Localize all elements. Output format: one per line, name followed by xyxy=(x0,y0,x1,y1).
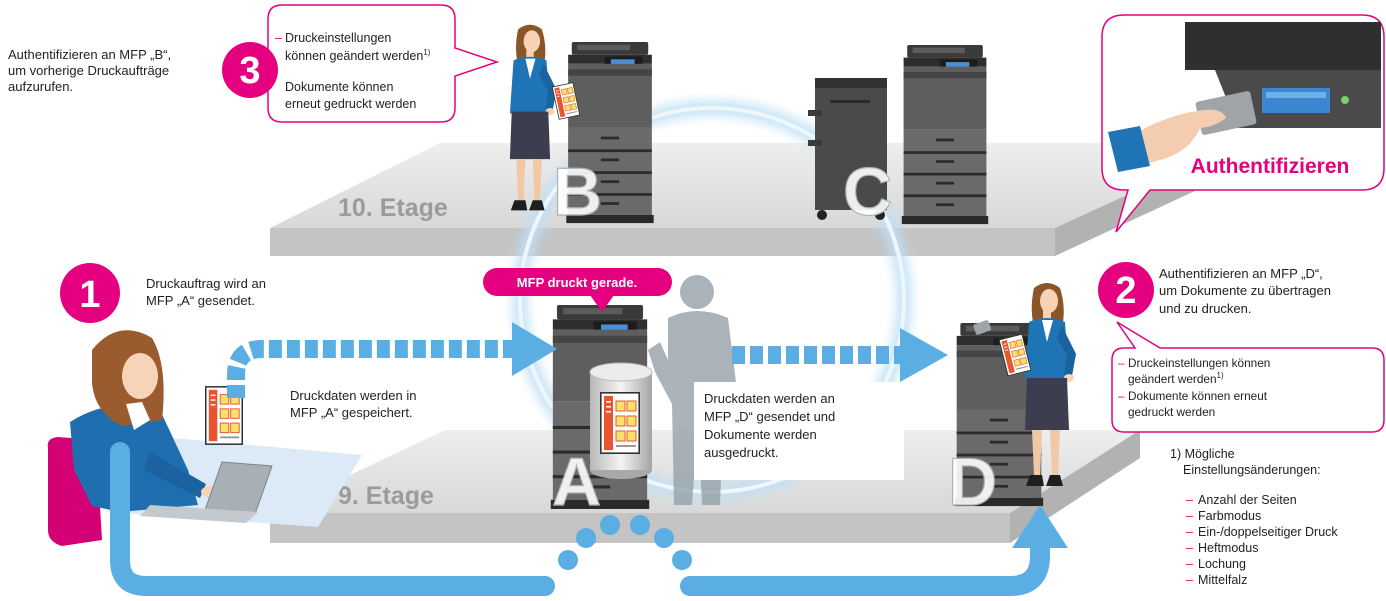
status-badge: MFP druckt gerade. xyxy=(483,268,672,312)
footnote: 1) Mögliche Einstellungsänderungen: –Anz… xyxy=(1170,447,1338,587)
step-2-text: Authentifizieren an MFP „D“, xyxy=(1159,266,1323,281)
step-3-callout: –Druckeinstellungen können geändert werd… xyxy=(267,4,500,123)
callout-item: –Druckeinstellungen xyxy=(275,31,391,45)
callout-item: Dokumente können xyxy=(285,80,393,94)
mfp-c-printer xyxy=(808,45,989,225)
floor-label-upper: 10. Etage xyxy=(338,194,448,222)
mfp-label-a: A xyxy=(552,444,601,520)
callout-item: können geändert werden1) xyxy=(285,48,431,63)
callout-item: –Druckeinstellungen können xyxy=(1118,356,1270,370)
step-3-intro-line: aufzurufen. xyxy=(8,79,73,94)
callout-item: erneut gedruckt werden xyxy=(285,97,416,111)
footnote-item: –Heftmodus xyxy=(1186,541,1258,555)
footnote-item: –Farbmodus xyxy=(1186,509,1261,523)
auth-callout-label: Authentifizieren xyxy=(1191,155,1350,178)
send-arrow-to-d xyxy=(732,328,948,382)
footnote-item: –Lochung xyxy=(1186,557,1246,571)
callout-item: geändert werden1) xyxy=(1128,371,1224,386)
mfp-c-body xyxy=(901,45,989,225)
step-3-intro: Authentifizieren an MFP „B“, um vorherig… xyxy=(8,47,171,94)
step-3-badge: 3 xyxy=(222,42,278,98)
id-card-icon xyxy=(973,320,992,335)
mfp-label-c: C xyxy=(843,154,892,230)
mfp-label-b: B xyxy=(553,154,602,230)
step-2-text: und zu drucken. xyxy=(1159,301,1252,316)
bottom-flow-arrow xyxy=(110,442,1068,596)
step-2-text: um Dokumente zu übertragen xyxy=(1159,283,1331,298)
footnote-item: –Anzahl der Seiten xyxy=(1186,493,1297,507)
stored-note: MFP „A“ gespeichert. xyxy=(290,405,413,420)
step-1-number: 1 xyxy=(79,274,100,316)
step-2-number: 2 xyxy=(1115,270,1136,312)
transfer-note: Druckdaten werden an MFP „D“ gesendet un… xyxy=(694,382,904,480)
floor-label-lower: 9. Etage xyxy=(338,482,434,510)
footnote-title: Einstellungsänderungen: xyxy=(1183,463,1321,477)
footnote-item: –Ein-/doppelseitiger Druck xyxy=(1186,525,1338,539)
step-3-intro-line: Authentifizieren an MFP „B“, xyxy=(8,47,171,62)
step-2-callout: –Druckeinstellungen können geändert werd… xyxy=(1111,321,1385,433)
auth-callout: Authentifizieren xyxy=(1101,14,1385,233)
footnote-title: 1) Mögliche xyxy=(1170,447,1235,461)
transfer-note-line: Druckdaten werden an xyxy=(704,391,835,406)
step-3-number: 3 xyxy=(239,50,260,92)
step-1-text: Druckauftrag wird an xyxy=(146,276,266,291)
step-1-text: MFP „A“ gesendet. xyxy=(146,293,255,308)
status-badge-label: MFP druckt gerade. xyxy=(517,275,637,290)
callout-item: –Dokumente können erneut xyxy=(1118,389,1268,403)
step-2-badge: 2 xyxy=(1098,262,1154,318)
document-icon-a xyxy=(600,392,640,454)
step-3-intro-line: um vorherige Druckaufträge xyxy=(8,63,169,78)
send-arrow-to-a xyxy=(227,322,557,398)
woman-at-desk xyxy=(47,330,362,546)
step-1-badge: 1 xyxy=(60,263,120,323)
transfer-note-line: MFP „D“ gesendet und xyxy=(704,409,835,424)
footnote-item: –Mittelfalz xyxy=(1186,573,1247,587)
transfer-note-line: Dokumente werden xyxy=(704,427,817,442)
transfer-note-line: ausgedruckt. xyxy=(704,445,778,460)
card-reader-illustration xyxy=(1108,22,1381,172)
callout-item: gedruckt werden xyxy=(1128,405,1215,419)
stored-note: Druckdaten werden in xyxy=(290,388,416,403)
mfp-label-d: D xyxy=(948,444,997,520)
